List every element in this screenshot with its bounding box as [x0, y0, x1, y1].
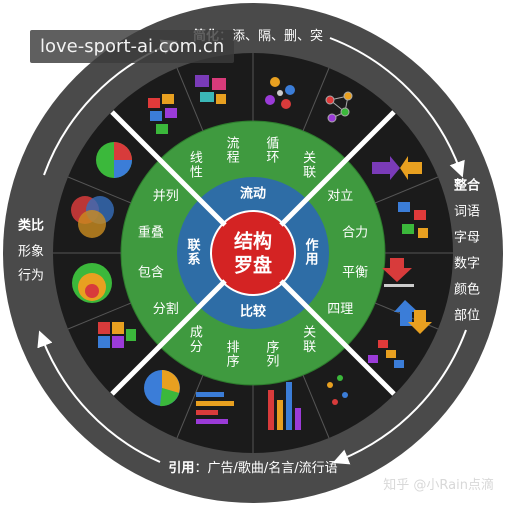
network-mesh-icon: [325, 91, 353, 123]
sector-bottom-item: 排序: [227, 340, 240, 369]
outer-left-item: 行为: [18, 269, 44, 284]
diagonal-blocks-icon: [368, 340, 404, 368]
network-cycle-icon: [265, 77, 295, 109]
sector-bottom-item: 序列: [266, 340, 279, 369]
inner-label-compare: 比较: [240, 304, 266, 320]
icon-ring-spokes: [53, 53, 453, 453]
outer-label-analogy: 类比: [18, 218, 44, 234]
outer-right-item: 部位: [454, 309, 480, 324]
watermark-badge: love-sport-ai.com.cn: [30, 30, 235, 63]
linked-boxes-icon: [398, 202, 428, 238]
nested-circles-icon: [72, 263, 112, 303]
labels-layer: 结构罗盘流动比较作用联系线性流程循环关联成分排序序列关联对立合力平衡四理并列重叠…: [18, 28, 481, 476]
dot-scatter-icon: [327, 375, 348, 405]
opposing-arrows-icon: [394, 300, 432, 334]
sector-left-item: 包含: [138, 264, 164, 280]
sector-top-item: 流程: [227, 136, 240, 165]
pie-chart-icon: [144, 370, 180, 407]
sector-left-item: 重叠: [138, 225, 164, 241]
center-title-line1: 结构: [234, 230, 272, 253]
inner-label-effect: 作用: [304, 237, 318, 267]
grid-squares-icon: [98, 322, 136, 348]
sector-bottom-item: 成分: [190, 326, 203, 355]
inner-label-flow: 流动: [240, 186, 266, 202]
center-title-line2: 罗盘: [234, 254, 272, 277]
sector-top-item: 线性: [190, 151, 203, 180]
sector-top-item: 循环: [266, 136, 279, 165]
pie-segment-icon: [96, 142, 132, 178]
outer-left-item: 形象: [18, 245, 44, 260]
arrows-facing-icon: [372, 156, 422, 180]
sector-left-item: 分割: [153, 301, 179, 317]
sector-right-item: 对立: [327, 189, 353, 204]
quadrant-dividers: [110, 110, 396, 396]
inner-label-link: 联系: [187, 238, 200, 267]
blocks-grid-icon: [148, 94, 177, 134]
balance-arrow-icon: [382, 258, 414, 287]
sector-top-item: 关联: [303, 151, 316, 180]
horizontal-bars-icon: [196, 392, 234, 424]
sector-right-item: 四理: [327, 302, 353, 317]
sector-bottom-item: 关联: [303, 326, 316, 355]
bar-columns-icon: [268, 382, 301, 430]
sector-right-item: 平衡: [342, 265, 368, 280]
outer-label-integrate: 整合: [453, 178, 481, 194]
outer-right-item: 颜色: [454, 282, 480, 298]
outer-right-item: 数字: [454, 257, 480, 272]
sector-right-item: 合力: [342, 226, 368, 241]
sector-left-item: 并列: [153, 189, 179, 204]
outer-right-item: 字母: [454, 231, 480, 246]
author-credit: 知乎 @小Rain点滴: [383, 478, 494, 493]
outer-label-quote: 引用：广告/歌曲/名言/流行语: [168, 460, 337, 476]
purple-blocks-icon: [195, 75, 226, 104]
center-disc: [210, 210, 296, 296]
venn-icon: [71, 196, 114, 238]
outer-right-item: 词语: [454, 205, 480, 220]
